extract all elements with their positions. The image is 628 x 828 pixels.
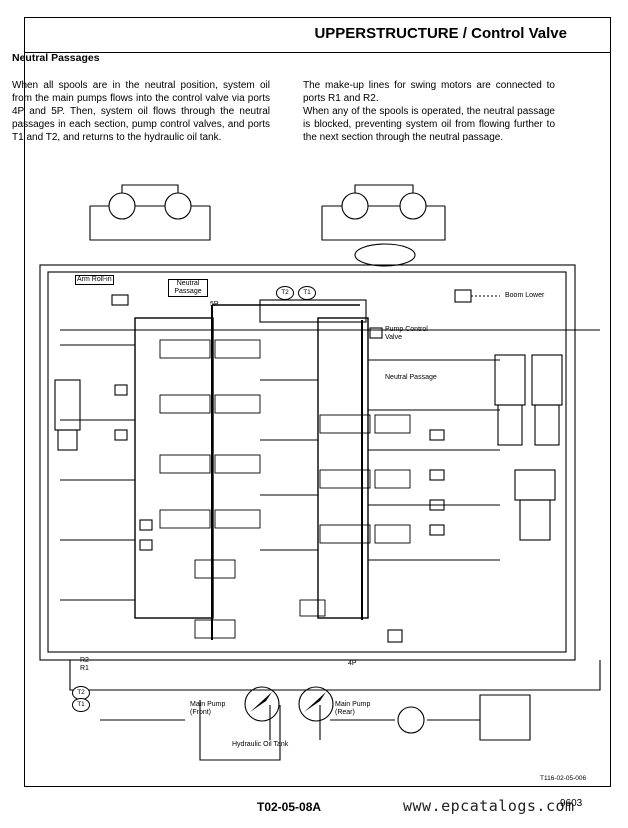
label-hydraulic-oil-tank: Hydraulic Oil Tank [232, 741, 289, 748]
label-pump-control-valve: Pump Control Valve [385, 326, 428, 341]
label-neutral-passage-top: Neutral Passage [168, 279, 208, 297]
page-header: UPPERSTRUCTURE / Control Valve [25, 18, 610, 53]
label-port-r1: R1 [80, 665, 89, 672]
label-main-pump-rear: Main Pump (Rear) [335, 701, 371, 716]
page-number: T02-05-08A [257, 800, 322, 814]
manual-page: UPPERSTRUCTURE / Control Valve [24, 17, 611, 787]
label-port-t1: T1 [298, 286, 316, 300]
body-paragraph-left: When all spools are in the neutral posit… [12, 80, 270, 143]
label-port-t2: T2 [276, 286, 294, 300]
figure-id: T116-02-05-006 [540, 775, 587, 782]
label-main-pump-front: Main Pump (Front) [190, 701, 226, 716]
page-title: UPPERSTRUCTURE / Control Valve [314, 25, 567, 42]
label-neutral-passage-right: Neutral Passage [385, 374, 437, 381]
revision-code: 9603 [560, 798, 583, 809]
label-arm-roll-in: Arm Roll-in [75, 275, 114, 285]
watermark-text: www.epcatalogs.com [403, 797, 575, 815]
label-port-5p: 5P [210, 301, 219, 308]
label-boom-lower: Boom Lower [505, 292, 545, 299]
body-paragraph-right-2: When any of the spools is operated, the … [303, 106, 555, 143]
body-paragraph-right-1: The make-up lines for swing motors are c… [303, 80, 555, 104]
label-port-4p: 4P [348, 660, 357, 667]
label-port-r2: R2 [80, 657, 89, 664]
label-tank-t1: T1 [72, 698, 90, 712]
section-heading: Neutral Passages [12, 52, 100, 64]
